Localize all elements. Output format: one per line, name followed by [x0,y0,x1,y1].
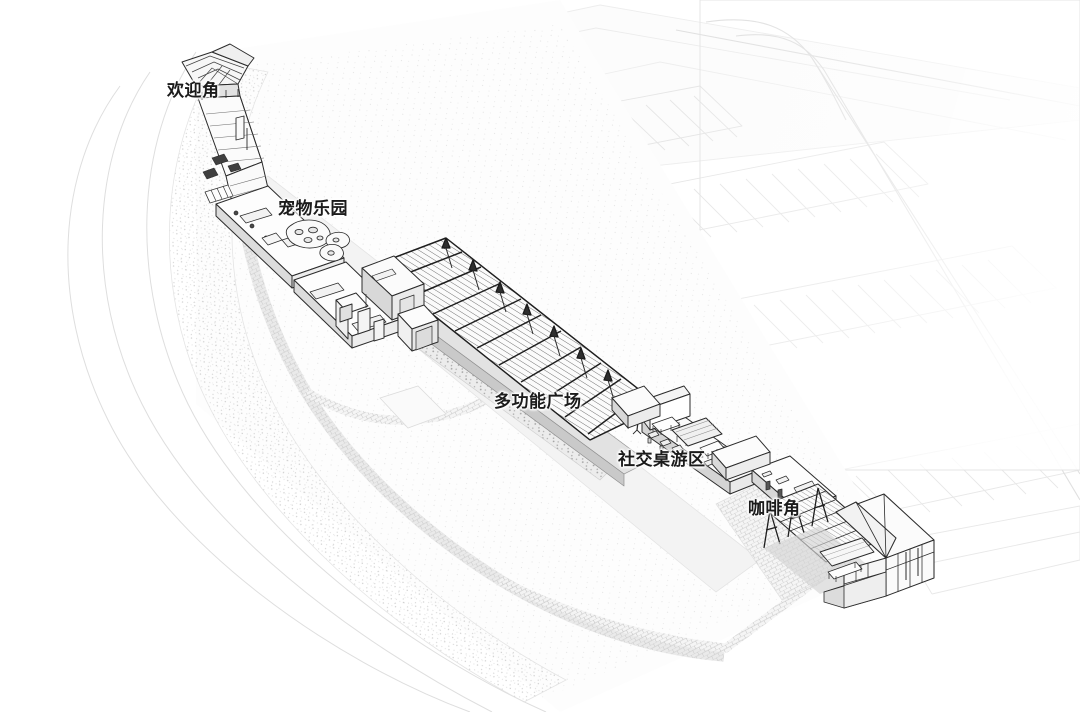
structure-coffee-corner [751,455,935,609]
structure-multifunction-plaza [361,237,661,487]
spine-wall-segments [611,385,771,482]
structure-pet-paradise [215,185,405,349]
footpath [228,131,831,662]
structure-welcome-corner [181,43,273,221]
structure-social-boardgame [632,385,761,495]
site-boundary [67,51,547,712]
